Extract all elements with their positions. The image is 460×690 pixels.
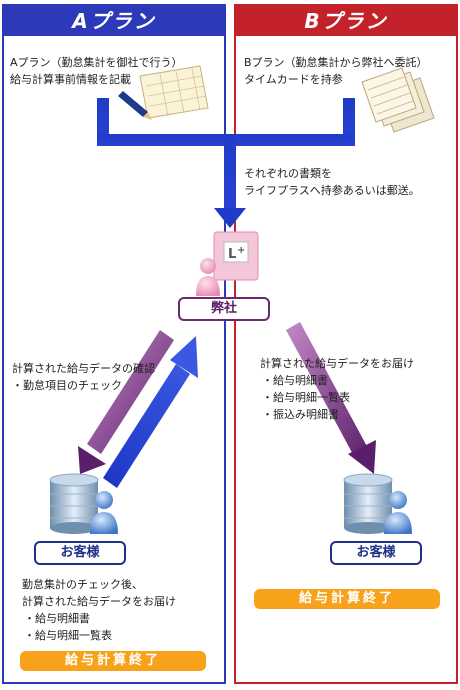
plan-b-title: Bプラン	[236, 6, 456, 36]
plan-a-check-title: 計算された給与データの確認	[12, 362, 155, 375]
customer-a-label: お客様	[34, 541, 126, 565]
plan-b-delivery: 計算された給与データをお届け ・給与明細書 ・給与明細一覧表 ・振込み明細書	[260, 355, 414, 423]
plan-a-title: Aプラン	[4, 6, 224, 36]
plan-b-desc-line1: Bプラン（勤怠集計から弊社へ委託）	[244, 56, 428, 69]
plan-b-desc: Bプラン（勤怠集計から弊社へ委託） タイムカードを持参	[244, 54, 428, 88]
plan-a-desc-line2: 給与計算事前情報を記載	[10, 73, 131, 86]
plan-b-delivery-item: ・振込み明細書	[262, 408, 339, 421]
office-label: 弊社	[178, 297, 270, 321]
plan-a-after-item: ・給与明細一覧表	[24, 629, 112, 642]
plan-b-delivery-item: ・給与明細一覧表	[262, 391, 350, 404]
merge-note-line2: ライフプラスへ持参あるいは郵送。	[244, 184, 420, 197]
plan-b-delivery-item: ・給与明細書	[262, 374, 328, 387]
plan-b-panel: Bプラン	[234, 4, 458, 684]
plan-a-check: 計算された給与データの確認 ・勤怠項目のチェック	[12, 360, 155, 394]
plan-b-desc-line2: タイムカードを持参	[244, 73, 343, 86]
plan-b-delivery-title: 計算された給与データをお届け	[260, 357, 414, 370]
plan-a-desc: Aプラン（勤怠集計を御社で行う） 給与計算事前情報を記載	[10, 54, 183, 88]
merge-note-line1: それぞれの書類を	[244, 167, 332, 180]
plan-a-after: 勤怠集計のチェック後、 計算された給与データをお届け ・給与明細書 ・給与明細一…	[22, 576, 176, 644]
plan-a-check-item: ・勤怠項目のチェック	[12, 379, 122, 392]
plan-a-done-badge: 給与計算終了	[20, 651, 206, 671]
plan-a-after-line1: 勤怠集計のチェック後、	[22, 578, 143, 591]
customer-b-label: お客様	[330, 541, 422, 565]
plan-a-after-line2: 計算された給与データをお届け	[22, 595, 176, 608]
plan-a-after-item: ・給与明細書	[24, 612, 90, 625]
merge-note: それぞれの書類を ライフプラスへ持参あるいは郵送。	[244, 165, 420, 199]
plan-b-done-badge: 給与計算終了	[254, 589, 440, 609]
plan-a-desc-line1: Aプラン（勤怠集計を御社で行う）	[10, 56, 183, 69]
